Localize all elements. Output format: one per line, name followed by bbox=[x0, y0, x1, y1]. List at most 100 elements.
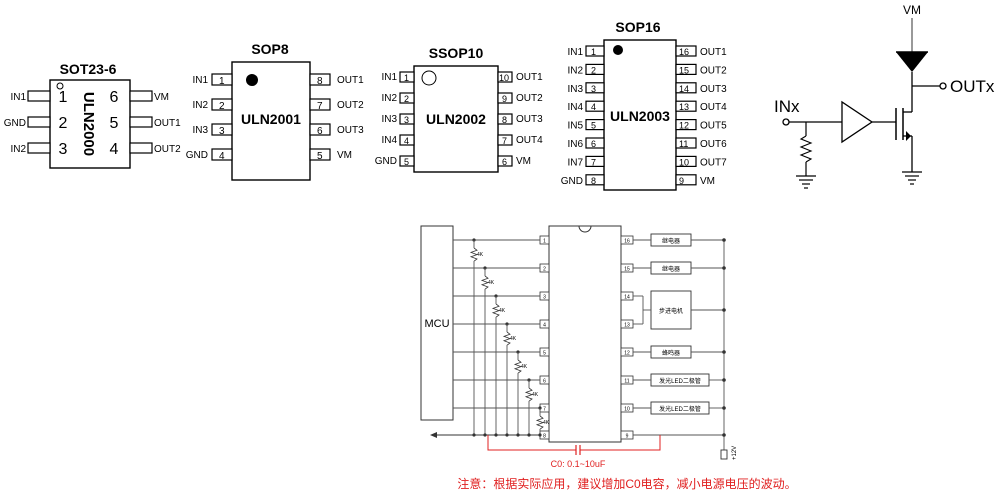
sop16-pin-number: 11 bbox=[679, 139, 688, 149]
ic-pin-number: 15 bbox=[624, 267, 630, 273]
pin1-dot-icon bbox=[56, 82, 64, 90]
sop16-pin-number: 14 bbox=[679, 84, 689, 94]
sop16-pin-number: 5 bbox=[591, 121, 596, 131]
ground-icon bbox=[902, 171, 922, 185]
sot23-pin-label: OUT2 bbox=[154, 144, 181, 155]
sop16-pin bbox=[675, 63, 697, 76]
sop8-pin-number: 3 bbox=[219, 126, 225, 137]
sot23-body bbox=[49, 79, 131, 169]
sot23-pin bbox=[129, 116, 153, 128]
uln-ic-body bbox=[548, 225, 622, 443]
sop16-pin-label: GND bbox=[561, 176, 583, 187]
relay-label: 继电器 bbox=[662, 265, 680, 273]
sop8-pin-number: 4 bbox=[219, 151, 225, 162]
sot23-pin bbox=[27, 116, 51, 128]
sop8-body bbox=[231, 61, 311, 181]
ssop10-body bbox=[413, 65, 499, 173]
ssop10-pin-label: OUT2 bbox=[516, 93, 543, 104]
stepper-label: 步进电机 bbox=[659, 307, 683, 315]
sot23-pin bbox=[27, 90, 51, 102]
sop16-pin-label: OUT7 bbox=[700, 157, 727, 168]
ic-pin-number: 5 bbox=[543, 351, 546, 357]
sop8-pin-label: VM bbox=[337, 150, 352, 161]
sop8-pin-number: 5 bbox=[317, 151, 323, 162]
ssop10-pin-label: IN2 bbox=[381, 93, 397, 104]
sot23-package: SOT23-6 ULN2000 IN1 GND IN2 1 2 3 VM OUT… bbox=[4, 61, 181, 169]
ssop10-pin bbox=[497, 113, 513, 125]
sop16-pin-label: IN2 bbox=[567, 65, 583, 76]
sot23-pin-label: GND bbox=[4, 118, 26, 129]
sop16-pin-number: 1 bbox=[591, 47, 596, 57]
resistor-icon bbox=[502, 331, 512, 346]
sop16-body bbox=[603, 39, 677, 191]
ssop10-pin-number: 1 bbox=[404, 73, 409, 83]
sop16-pin-label: OUT1 bbox=[700, 47, 727, 58]
sop16-pin-label: IN6 bbox=[567, 139, 583, 150]
ssop10-pin bbox=[399, 155, 415, 167]
sop8-pin-number: 8 bbox=[317, 76, 323, 87]
ic-pin-number: 10 bbox=[624, 407, 630, 413]
sop8-pin bbox=[309, 123, 331, 136]
sop16-pin-number: 8 bbox=[591, 176, 596, 186]
ic-pin-number: 14 bbox=[624, 295, 630, 301]
sop8-pin-number: 7 bbox=[317, 101, 323, 112]
sop8-pin-label: OUT1 bbox=[337, 75, 364, 86]
sop16-title: SOP16 bbox=[615, 19, 660, 35]
sop16-pin bbox=[585, 82, 605, 94]
resistor-icon bbox=[513, 359, 523, 374]
ssop10-chip-label: ULN2002 bbox=[426, 111, 486, 127]
sop8-pin-label: OUT3 bbox=[337, 125, 364, 136]
c0-capacitor bbox=[487, 435, 661, 455]
ssop10-pin-label: VM bbox=[516, 156, 531, 167]
sop16-pin-label: OUT2 bbox=[700, 65, 727, 76]
sop16-pin-label: OUT4 bbox=[700, 102, 727, 113]
led-label: 发光LED二极管 bbox=[659, 405, 701, 413]
mcu-label: MCU bbox=[424, 318, 449, 330]
ic-pin-number: 12 bbox=[624, 351, 630, 357]
sop16-pin-number: 3 bbox=[591, 84, 596, 94]
sot23-title: SOT23-6 bbox=[60, 61, 117, 77]
capacitor-label: C0: 0.1~10uF bbox=[551, 459, 606, 469]
ssop10-pin bbox=[497, 92, 513, 104]
sop16-pin-number: 7 bbox=[591, 157, 596, 167]
ic-pin-number: 6 bbox=[543, 379, 546, 385]
sop16-pin-label: VM bbox=[700, 176, 715, 187]
note-text: 注意：根据实际应用，建议增加C0电容，减小电源电压的波动。 bbox=[457, 476, 796, 491]
pin1-dot-icon bbox=[421, 70, 437, 86]
led-label: 发光LED二极管 bbox=[659, 377, 701, 385]
ssop10-pin bbox=[497, 134, 513, 146]
mcu-block bbox=[420, 225, 454, 421]
sop16-pin-number: 16 bbox=[679, 47, 689, 57]
ground-icon bbox=[796, 175, 816, 189]
resistor-label: 4K bbox=[477, 252, 484, 258]
sop8-pin-number: 6 bbox=[317, 126, 323, 137]
supply-terminal-icon bbox=[720, 449, 728, 460]
sot23-pin-label: OUT1 bbox=[154, 118, 181, 129]
outx-label: OUTx bbox=[950, 77, 995, 96]
ssop10-pin-label: OUT1 bbox=[516, 72, 543, 83]
sop16-pin bbox=[585, 174, 605, 186]
sot23-pin-label: IN1 bbox=[10, 92, 26, 103]
sop16-pin-number: 9 bbox=[679, 176, 684, 186]
sop16-pin-number: 13 bbox=[679, 102, 689, 112]
sop8-pin bbox=[309, 98, 331, 111]
sop8-pin-number: 2 bbox=[219, 101, 225, 112]
sop16-pin bbox=[585, 155, 605, 167]
ssop10-pin-label: IN4 bbox=[381, 135, 397, 146]
resistor-icon bbox=[799, 135, 813, 163]
sop8-pin-label: GND bbox=[186, 150, 208, 161]
sop8-package: SOP8 ULN2001 1 2 3 4 IN1 IN2 IN3 GND 8 7… bbox=[186, 41, 364, 181]
stepper-motor-load bbox=[650, 290, 692, 330]
ssop10-pin bbox=[497, 155, 513, 167]
sot23-pin-number: 2 bbox=[59, 115, 68, 132]
resistor-label: 4K bbox=[510, 336, 517, 342]
sop16-pin bbox=[675, 45, 697, 57]
sop16-pin bbox=[585, 137, 605, 149]
sot23-pin bbox=[129, 142, 153, 154]
output-terminal-icon bbox=[939, 82, 947, 90]
